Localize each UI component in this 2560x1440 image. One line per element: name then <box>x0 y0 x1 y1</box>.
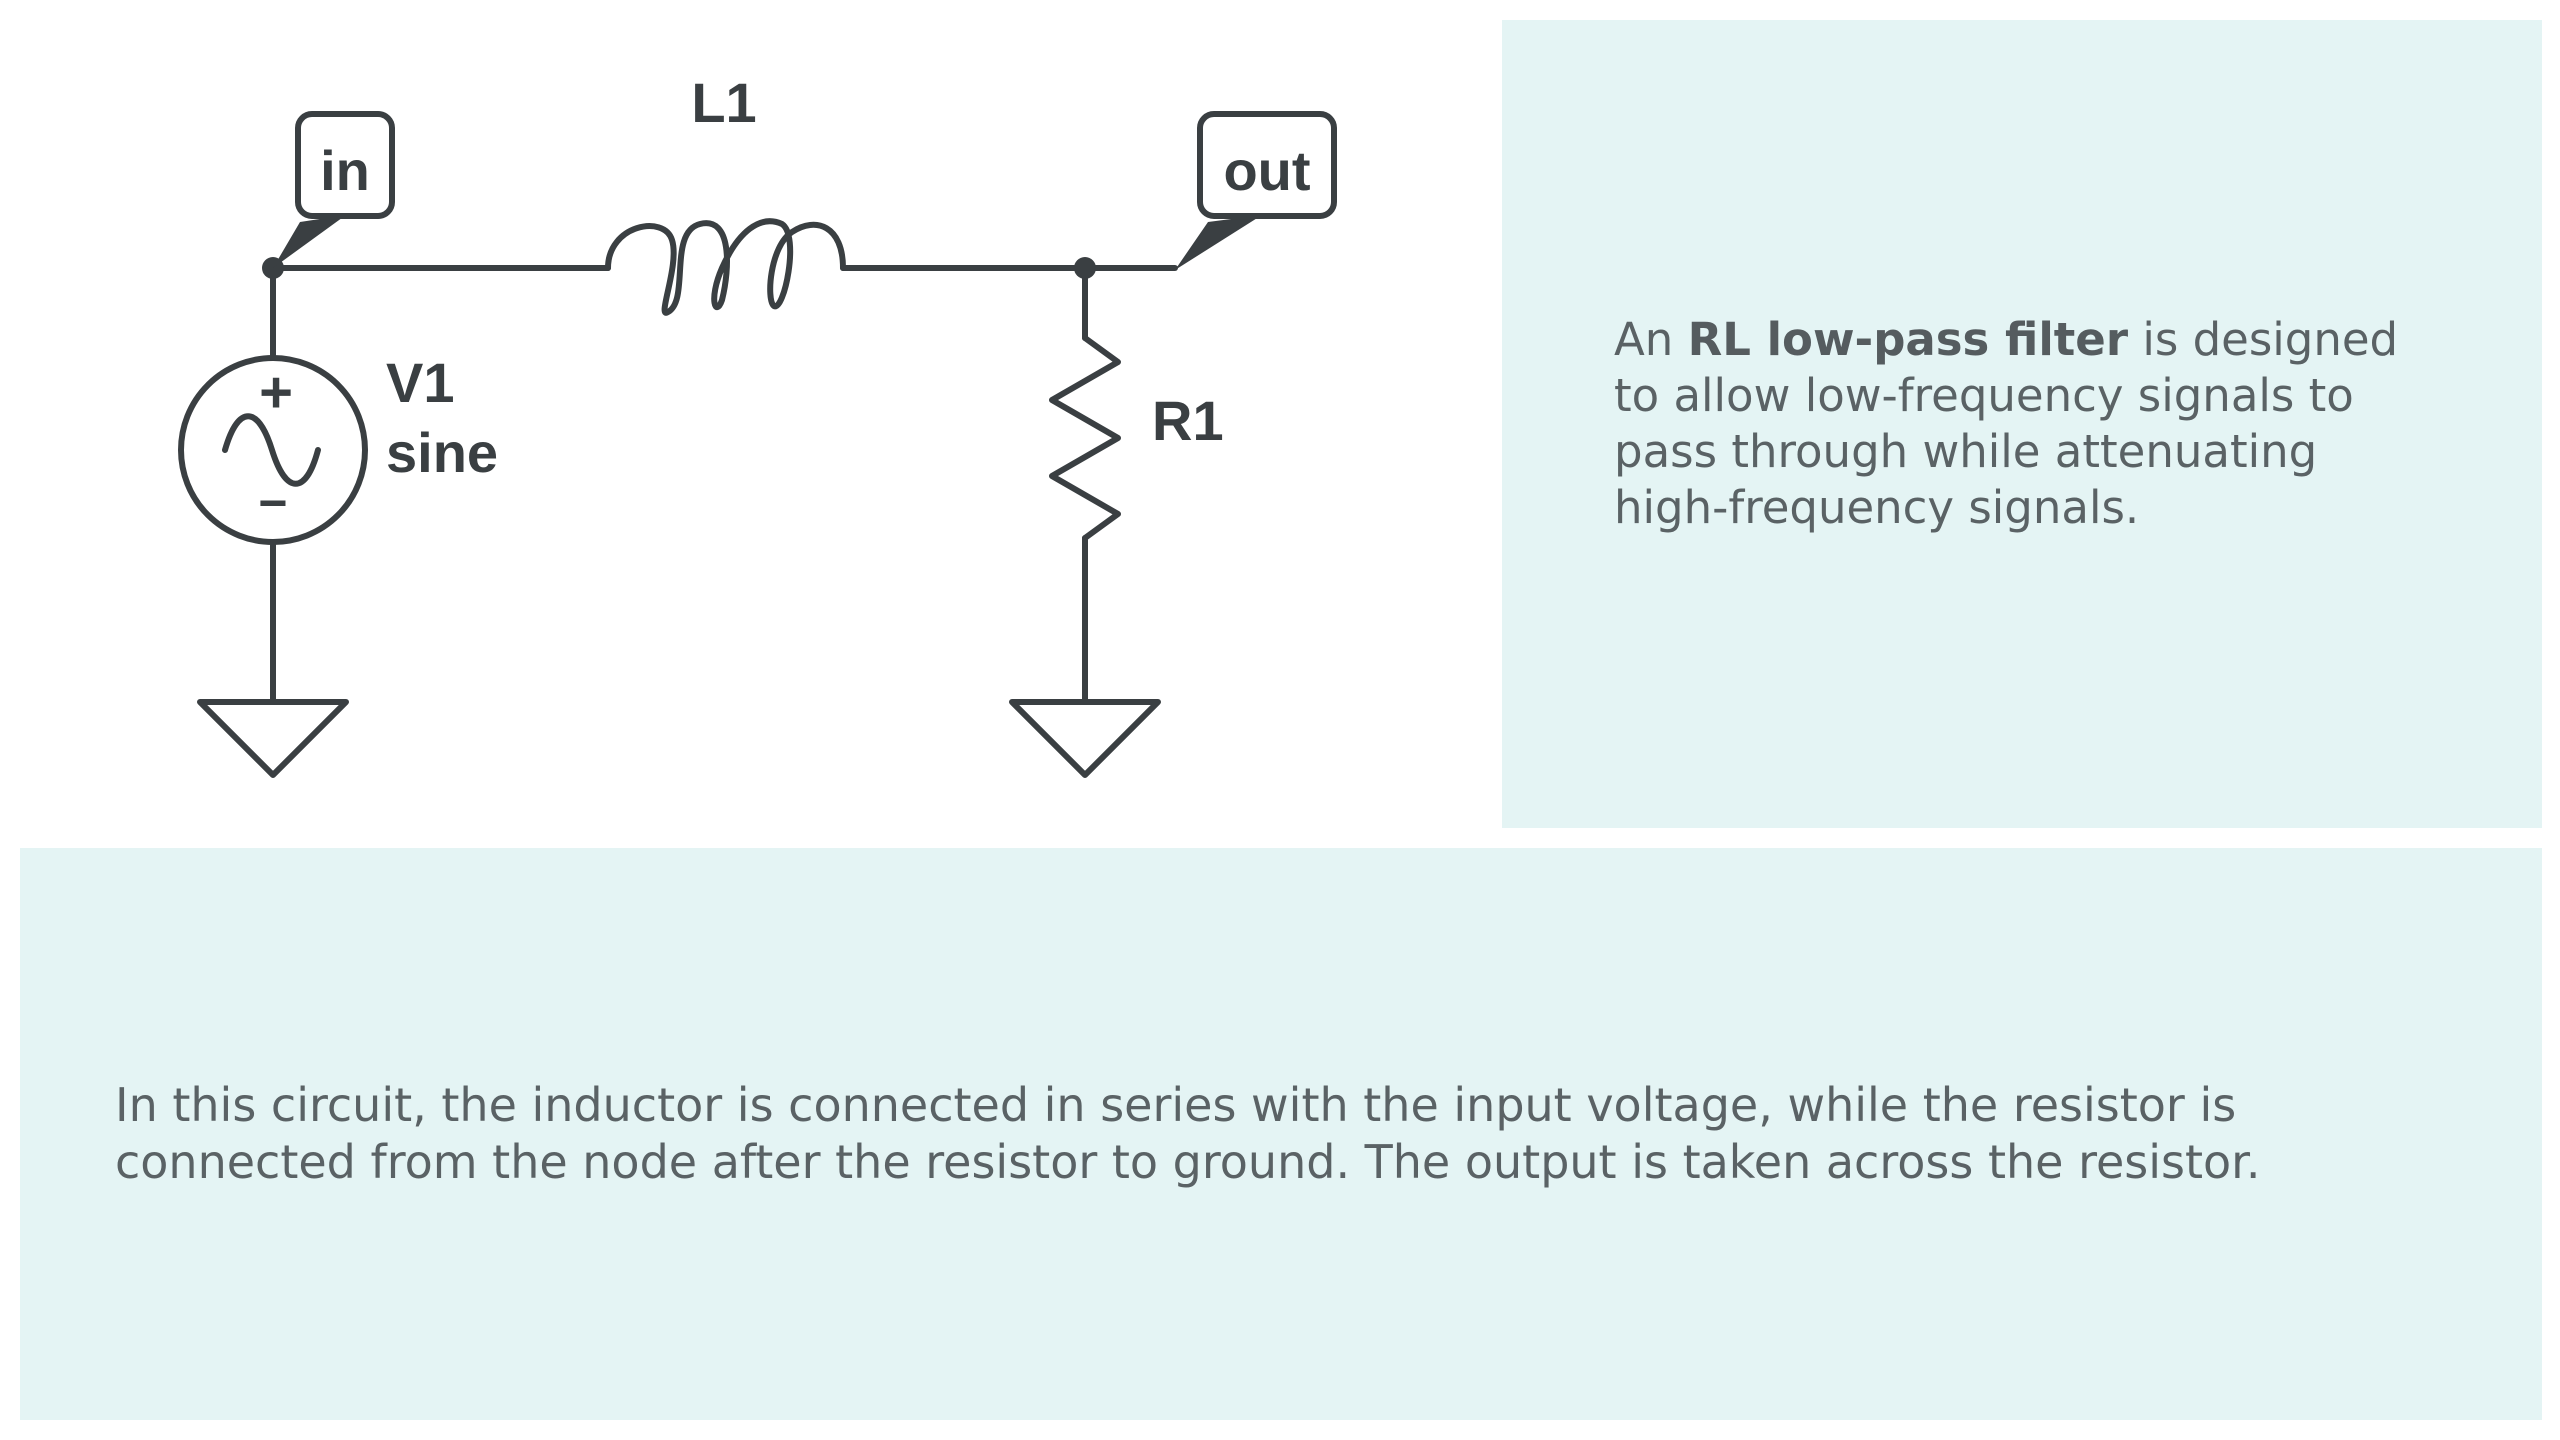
description-term: RL low-pass filter <box>1687 313 2129 366</box>
description-text: An RL low-pass filter is designed to all… <box>1614 312 2442 536</box>
sine-wave-icon <box>222 413 321 487</box>
source-type-label: sine <box>386 421 498 484</box>
description-rest: is designed to allow low-frequency signa… <box>1614 313 2399 534</box>
output-net-flag: out <box>1175 111 1337 270</box>
inductor-label: L1 <box>691 71 756 134</box>
circuit-explanation-panel: In this circuit, the inductor is connect… <box>20 848 2542 1420</box>
source-plus-sign: + <box>259 360 293 425</box>
ground-symbol-left <box>197 699 349 778</box>
description-panel: An RL low-pass filter is designed to all… <box>1502 20 2542 828</box>
circuit-explanation-text: In this circuit, the inductor is connect… <box>115 1078 2261 1189</box>
output-net-label: out <box>1223 139 1310 202</box>
source-minus-sign: − <box>258 475 287 531</box>
ground-symbol-right <box>1009 699 1161 778</box>
output-node-dot <box>1074 257 1096 279</box>
inductor-l1 <box>605 218 846 316</box>
input-net-label: in <box>320 139 370 202</box>
sine-voltage-source-v1: + − <box>178 355 368 545</box>
resistor-r1 <box>1049 335 1121 541</box>
input-net-flag: in <box>273 111 395 268</box>
description-intro: An <box>1614 313 1688 366</box>
rl-low-pass-schematic: L1 + − V1 sine R1 in out <box>178 71 1337 778</box>
source-name-label: V1 <box>386 351 455 414</box>
resistor-label: R1 <box>1152 389 1224 452</box>
